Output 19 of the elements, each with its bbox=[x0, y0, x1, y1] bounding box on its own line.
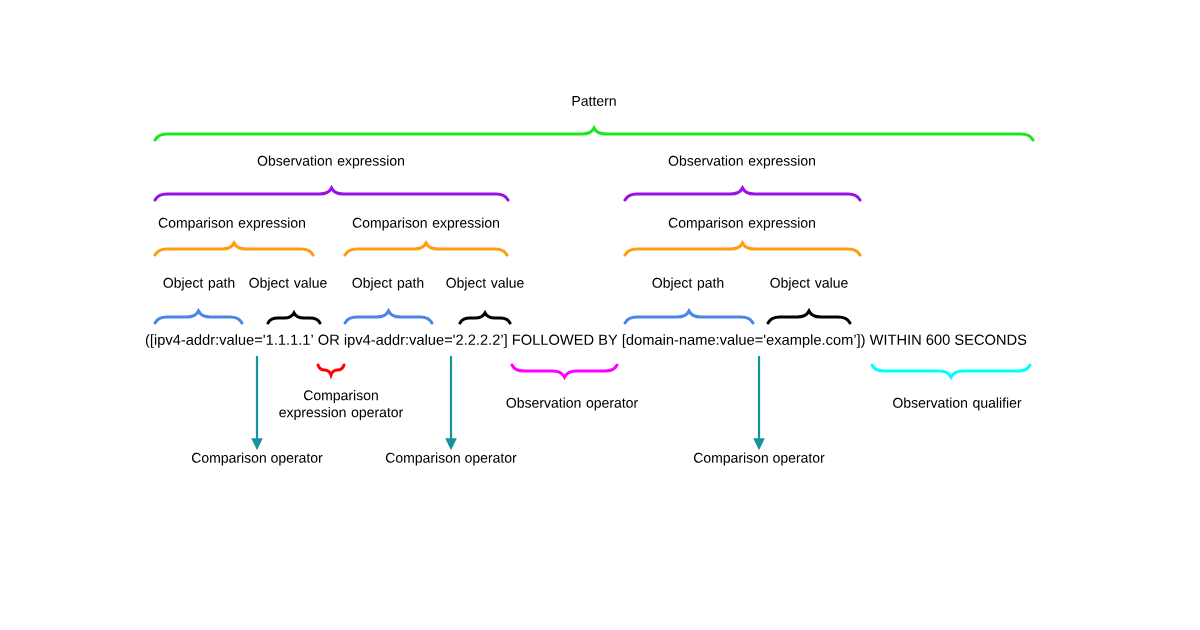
brace-label: Comparison expression bbox=[158, 217, 305, 231]
expression-text: ([ipv4-addr:value='1.1.1.1’ OR ipv4-addr:value='2.2.2.2’] FOLLOWED BY [domain-name:value='example.com’]) WITHIN 600 SECONDS bbox=[145, 334, 1027, 348]
brace-label: Object path bbox=[652, 277, 724, 291]
brace-label: Observation expression bbox=[257, 155, 404, 169]
brace-label: Pattern bbox=[572, 96, 616, 106]
brace-label: Observation operator bbox=[506, 397, 638, 411]
brace-label: Object path bbox=[352, 277, 424, 291]
brace-label: Object value bbox=[770, 277, 848, 291]
term-label: Comparison operator bbox=[693, 452, 825, 466]
term-label: Comparison operator bbox=[385, 452, 517, 466]
brace-label: Object path bbox=[163, 277, 235, 291]
brace-label: Object value bbox=[249, 277, 327, 291]
term-label: Comparison operator bbox=[191, 452, 323, 466]
brace-label: Observation expression bbox=[668, 155, 815, 169]
brace-label: Object value bbox=[446, 277, 524, 291]
brace-label: Observation qualifier bbox=[893, 397, 1022, 411]
brace-label: Comparison expression bbox=[352, 217, 499, 231]
brace-label: Comparison expression operator bbox=[279, 390, 403, 421]
brace-label: Comparison expression bbox=[668, 217, 815, 231]
